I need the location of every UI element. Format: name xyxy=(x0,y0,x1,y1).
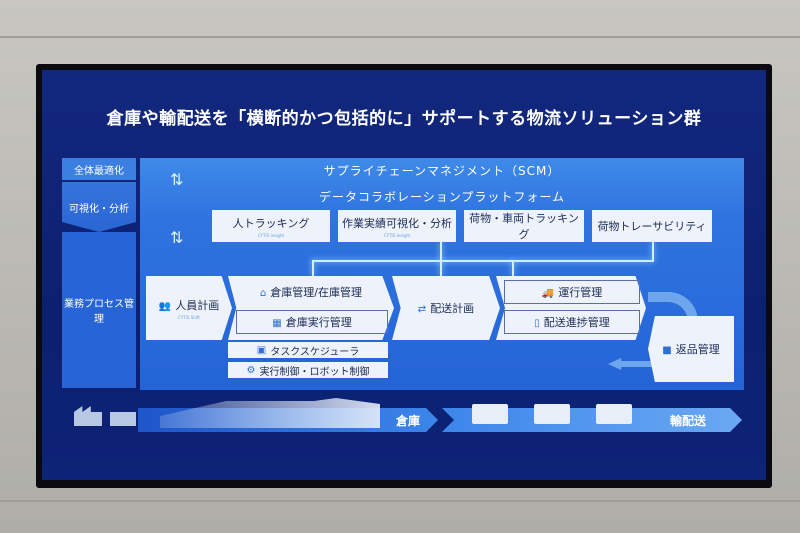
connector-line xyxy=(512,260,514,276)
delivery-planning-box: ⇄配送計画 xyxy=(392,276,500,340)
box-label: 運行管理 xyxy=(558,286,603,299)
delivery-progress-box: ▯配送進捗管理 xyxy=(504,310,640,334)
connector-line xyxy=(312,260,652,262)
truck-icon xyxy=(472,404,508,424)
work-analytics-box: 作業実績可視化・分析 CYTIS Insight xyxy=(338,210,456,242)
box-label: タスクスケジューラ xyxy=(270,346,360,358)
box-sub: CYTIS Insight xyxy=(383,232,411,238)
warehouse-icon: ⌂ xyxy=(259,288,267,299)
transport-label: 輸配送 xyxy=(670,413,707,428)
box-label: 返品管理 xyxy=(675,343,720,356)
box-label: 荷物・車両トラッキング xyxy=(469,212,579,241)
label-business-process: 業務プロセス管理 xyxy=(62,232,136,388)
return-arrow-icon xyxy=(608,358,652,370)
sync-arrows-icon: ⇅ xyxy=(170,228,184,247)
box-label: 倉庫管理/在庫管理 xyxy=(270,286,363,299)
box-label: 人トラッキング xyxy=(232,216,310,230)
connector-line xyxy=(312,260,314,276)
system-icon: ▦ xyxy=(272,318,282,329)
phone-icon: ▯ xyxy=(534,318,540,329)
warehouse-equipment-illustration xyxy=(160,398,380,428)
box-label: 実行制御・ロボット制御 xyxy=(259,366,370,378)
person-tracking-box: 人トラッキング CYTIS Insight xyxy=(212,210,330,242)
scm-band: サプライチェーンマネジメント（SCM） xyxy=(323,164,561,178)
box-sub: CYTIS Shift xyxy=(178,314,200,320)
connector-line xyxy=(440,242,442,276)
operation-management-box: 🚚運行管理 xyxy=(504,280,640,304)
box-label: 配送計画 xyxy=(430,302,475,315)
box-icon: ■ xyxy=(662,345,672,356)
traceability-box: 荷物トレーサビリティ xyxy=(592,210,712,242)
box-label: 作業実績可視化・分析 xyxy=(342,216,452,230)
diagram-panel: サプライチェーンマネジメント（SCM） データコラボレーションプラットフォーム … xyxy=(140,158,744,390)
robot-arm-icon: ⚙ xyxy=(246,364,256,376)
box-sub: CYTIS Insight xyxy=(257,232,285,238)
cargo-vehicle-tracking-box: 荷物・車両トラッキング xyxy=(464,210,584,242)
scheduler-icon: ▣ xyxy=(256,344,267,356)
people-icon: 👥 xyxy=(158,300,172,312)
box-label: 倉庫実行管理 xyxy=(285,316,352,329)
box-label: 配送進捗管理 xyxy=(543,316,610,329)
slide: 倉庫や輸配送を「横断的かつ包括的に」サポートする物流ソリューション群 全体最適化… xyxy=(42,70,766,480)
box-label: 人員計画 xyxy=(175,298,220,312)
factory-icon xyxy=(74,406,102,426)
wall-seam xyxy=(0,36,800,38)
box-label: 荷物トレーサビリティ xyxy=(597,220,707,233)
truck-icon xyxy=(534,404,570,424)
transport-group xyxy=(496,276,646,340)
slide-title: 倉庫や輸配送を「横断的かつ包括的に」サポートする物流ソリューション群 xyxy=(106,109,702,129)
warehouse-execution-box: ▦倉庫実行管理 xyxy=(236,310,388,334)
truck-icon xyxy=(596,404,632,424)
truck-icon: 🚚 xyxy=(541,288,555,299)
label-global-optimization: 全体最適化 xyxy=(62,158,136,180)
warehouse-label: 倉庫 xyxy=(396,413,421,428)
staff-planning-box: 👥人員計画 CYTIS Shift xyxy=(146,276,232,340)
platform-band: データコラボレーションプラットフォーム xyxy=(318,190,566,204)
task-scheduler-box: ▣タスクスケジューラ xyxy=(228,342,388,358)
small-truck-icon xyxy=(110,412,136,426)
route-icon: ⇄ xyxy=(417,304,427,315)
wall-seam xyxy=(0,500,800,502)
label-visualization: 可視化・分析 xyxy=(62,182,136,232)
connector-line xyxy=(652,242,654,262)
robot-control-box: ⚙実行制御・ロボット制御 xyxy=(228,362,388,378)
warehouse-management-box: ⌂倉庫管理/在庫管理 xyxy=(228,276,394,340)
returns-management-box: ■返品管理 xyxy=(648,316,734,382)
sync-arrows-icon: ⇅ xyxy=(170,170,184,189)
